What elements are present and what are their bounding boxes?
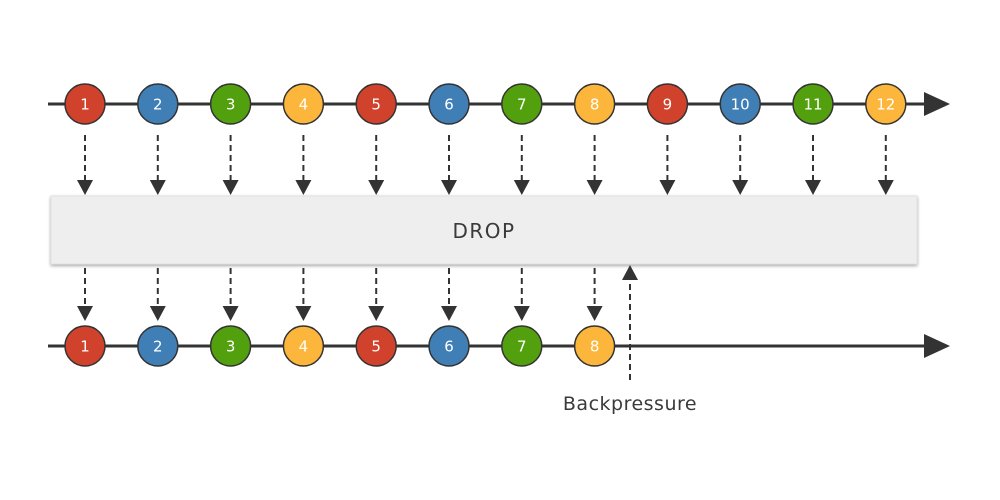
output-marble-label: 7: [517, 338, 527, 356]
output-timeline-arrowhead: [924, 334, 950, 358]
input-marble: 12: [865, 83, 907, 125]
input-marble-circle: [209, 83, 252, 125]
input-arrow-head: [586, 180, 603, 195]
backpressure-indicator: Backpressure: [563, 265, 697, 415]
input-arrow-head: [441, 180, 457, 195]
backpressure-arrowhead: [622, 265, 638, 280]
input-marble-label: 8: [590, 96, 600, 114]
input-arrow-head: [149, 180, 166, 195]
input-marble: 3: [209, 83, 252, 125]
input-arrow-head: [77, 180, 93, 195]
output-arrows: [77, 268, 603, 321]
output-arrow-head: [77, 306, 93, 321]
output-marble-label: 4: [299, 338, 309, 356]
input-marble-circle: [501, 83, 543, 125]
output-marble-circle: [64, 325, 106, 367]
output-marble-circle: [355, 325, 397, 367]
output-marble-label: 2: [153, 338, 163, 356]
output-marble-label: 6: [444, 338, 454, 356]
input-arrow-head: [732, 180, 749, 195]
output-marble: 8: [573, 325, 616, 367]
output-marble-circle: [282, 325, 325, 367]
input-marble-label: 1: [80, 96, 90, 114]
backpressure-label: Backpressure: [563, 393, 697, 415]
input-marble: 6: [428, 83, 470, 125]
input-marble: 10: [719, 83, 761, 125]
input-marble-circle: [573, 83, 616, 125]
input-timeline-arrowhead: [924, 92, 950, 116]
output-marble-label: 3: [226, 338, 236, 356]
output-marble-label: 8: [590, 338, 600, 356]
output-marble: 7: [501, 325, 543, 367]
input-marble-circle: [719, 83, 761, 125]
input-marble-label: 11: [803, 96, 822, 114]
input-arrow-head: [295, 180, 312, 195]
input-arrow-head: [877, 180, 894, 195]
input-marble-circle: [355, 83, 397, 125]
input-arrow-head: [805, 180, 821, 195]
input-timeline: [48, 92, 950, 116]
input-marble-label: 6: [444, 96, 454, 114]
output-marble-circle: [428, 325, 470, 367]
input-marble-label: 7: [517, 96, 527, 114]
output-marble-circle: [573, 325, 616, 367]
input-marble-circle: [646, 83, 689, 125]
output-marbles: 1 2 3 4 5 6 7 8: [64, 325, 616, 367]
drop-operator-rect: [50, 195, 918, 265]
input-marble-label: 9: [663, 96, 673, 114]
output-timeline: [48, 334, 950, 358]
input-arrow-head: [513, 180, 530, 195]
input-marble-label: 4: [299, 96, 309, 114]
output-marble: 5: [355, 325, 397, 367]
input-marble-circle: [865, 83, 907, 125]
input-marble-label: 3: [226, 96, 236, 114]
output-marble-circle: [137, 325, 179, 367]
input-marble-circle: [792, 83, 834, 125]
input-marble: 11: [792, 83, 834, 125]
input-marble-circle: [64, 83, 106, 125]
drop-operator-box: DROP: [50, 195, 918, 265]
output-arrow-head: [586, 306, 603, 321]
output-arrow-head: [368, 306, 385, 321]
output-marble: 1: [64, 325, 106, 367]
input-marble: 1: [64, 83, 106, 125]
input-arrow-head: [368, 180, 385, 195]
input-marble-circle: [428, 83, 470, 125]
output-marble-label: 1: [80, 338, 90, 356]
input-marble-label: 2: [153, 96, 163, 114]
drop-operator-label: DROP: [452, 219, 515, 243]
input-marble-circle: [137, 83, 179, 125]
input-marble: 5: [355, 83, 397, 125]
input-marble: 7: [501, 83, 543, 125]
input-marble-label: 12: [876, 96, 895, 114]
input-marble: 2: [137, 83, 179, 125]
output-marble-label: 5: [371, 338, 381, 356]
input-marble: 9: [646, 83, 689, 125]
output-marble: 3: [209, 325, 252, 367]
input-arrow-head: [222, 180, 239, 195]
input-marble-label: 10: [731, 96, 750, 114]
output-arrow-head: [149, 306, 166, 321]
output-arrow-head: [441, 306, 457, 321]
output-arrow-head: [513, 306, 530, 321]
output-arrow-head: [295, 306, 312, 321]
input-arrow-head: [659, 180, 676, 195]
output-marble-circle: [501, 325, 543, 367]
output-marble: 4: [282, 325, 325, 367]
input-marble: 4: [282, 83, 325, 125]
output-marble-circle: [209, 325, 252, 367]
input-arrows: [77, 135, 894, 195]
output-marble: 6: [428, 325, 470, 367]
output-marble: 2: [137, 325, 179, 367]
input-marble: 8: [573, 83, 616, 125]
output-arrow-head: [222, 306, 239, 321]
input-marble-label: 5: [371, 96, 381, 114]
input-marble-circle: [282, 83, 325, 125]
